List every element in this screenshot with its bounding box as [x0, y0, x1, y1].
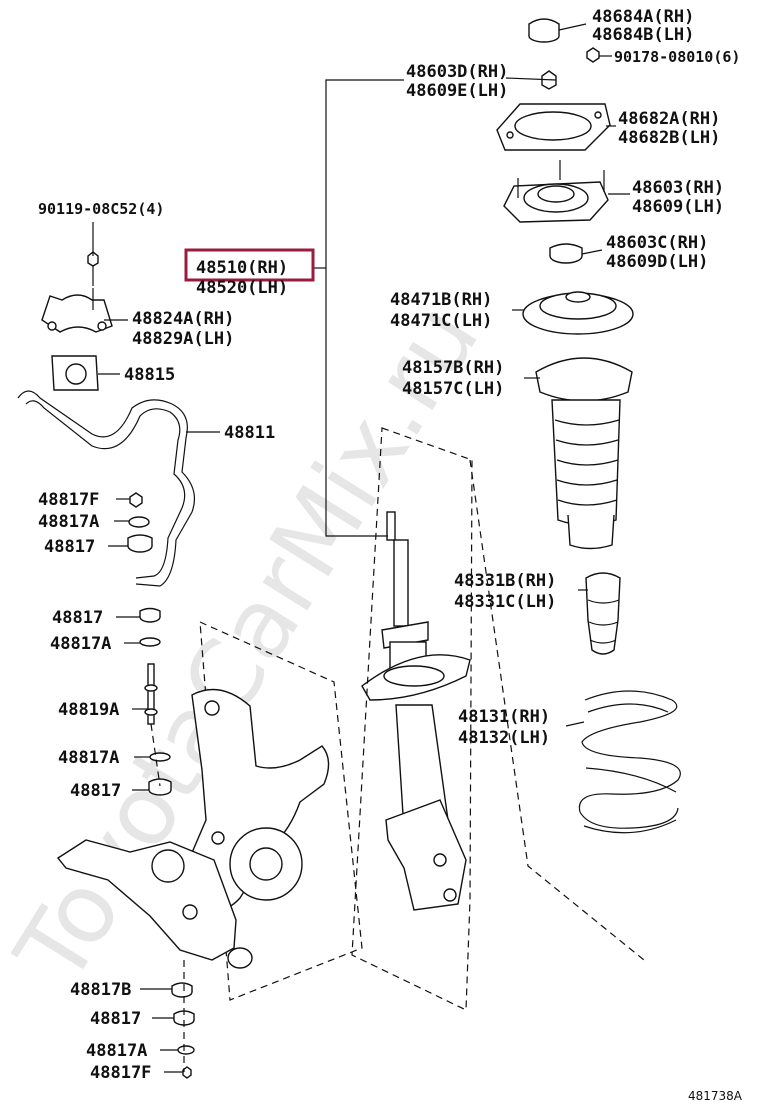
label-nut-upper: 90178-08010(6) — [614, 48, 740, 66]
label-nut-lh: 48609E(LH) — [406, 81, 508, 101]
label-spring-rh: 48131(RH) — [458, 707, 550, 727]
cap-icon — [528, 18, 560, 43]
label-cushion-a-2: 48817A — [50, 634, 111, 654]
label-bracket-lh: 48829A(LH) — [132, 329, 234, 349]
label-cushion-a-top: 48817A — [38, 512, 99, 532]
figure-code: 481738A — [688, 1089, 743, 1103]
leader-lines — [92, 23, 630, 1073]
label-boot-rh: 48157B(RH) — [402, 358, 504, 378]
label-cushion-3: 48817 — [70, 781, 121, 801]
label-stabilizer-bar: 48811 — [224, 423, 275, 443]
label-cushion-top: 48817 — [44, 537, 95, 557]
label-cushion-a-4: 48817A — [86, 1041, 147, 1061]
label-bumper-rh: 48331B(RH) — [454, 571, 556, 591]
label-seat-lh: 48471C(LH) — [390, 311, 492, 331]
label-strut-lh: 48520(LH) — [196, 278, 288, 298]
label-cushion-f-top: 48817F — [38, 490, 99, 510]
spring-assembly-outline — [469, 459, 645, 961]
highlight-box — [184, 248, 315, 282]
label-nut-rh: 48603D(RH) — [406, 62, 508, 82]
label-bearing-lh: 48609D(LH) — [606, 252, 708, 272]
label-seat-rh: 48471B(RH) — [390, 290, 492, 310]
shock-absorber-icon — [361, 511, 471, 911]
bushing-icon — [51, 355, 99, 391]
bolt-icon — [87, 251, 99, 286]
label-bolt: 90119-08C52(4) — [38, 200, 164, 218]
label-bushing: 48815 — [124, 365, 175, 385]
knuckle-outline — [199, 621, 363, 1001]
dust-boot-icon — [535, 357, 633, 550]
label-support-lh: 48609(LH) — [632, 197, 724, 217]
strut-support-icon — [503, 160, 609, 223]
label-plate-rh: 48682A(RH) — [618, 109, 720, 129]
label-link: 48819A — [58, 700, 119, 720]
bump-stopper-icon — [585, 572, 621, 655]
strut-assembly-outline — [351, 427, 473, 1011]
label-cushion-4: 48817 — [90, 1009, 141, 1029]
spring-seat-icon — [522, 291, 634, 335]
label-cap-rh: 48684A(RH) — [592, 7, 694, 27]
label-cushion-a-3: 48817A — [58, 748, 119, 768]
label-spring-lh: 48132(LH) — [458, 728, 550, 748]
label-cushion-f-bottom: 48817F — [90, 1063, 151, 1083]
stabilizer-link-icon — [144, 663, 158, 725]
steering-knuckle-icon — [187, 688, 330, 912]
label-cap-lh: 48684B(LH) — [592, 25, 694, 45]
label-support-rh: 48603(RH) — [632, 178, 724, 198]
label-cushion-b: 48817B — [70, 980, 131, 1000]
label-bearing-rh: 48603C(RH) — [606, 233, 708, 253]
label-boot-lh: 48157C(LH) — [402, 379, 504, 399]
label-plate-lh: 48682B(LH) — [618, 128, 720, 148]
label-bumper-lh: 48331C(LH) — [454, 592, 556, 612]
bearing-icon — [549, 243, 583, 264]
bracket-icon — [41, 294, 113, 333]
upper-plate-icon — [496, 103, 611, 151]
stabilizer-bar-icon — [17, 390, 195, 587]
coil-spring-icon — [578, 690, 681, 834]
label-strut-rh: 48510(RH) — [196, 258, 288, 278]
lower-arm-icon — [56, 839, 253, 969]
nut-icon — [586, 47, 600, 63]
label-cushion-2: 48817 — [52, 608, 103, 628]
label-bracket-rh: 48824A(RH) — [132, 309, 234, 329]
